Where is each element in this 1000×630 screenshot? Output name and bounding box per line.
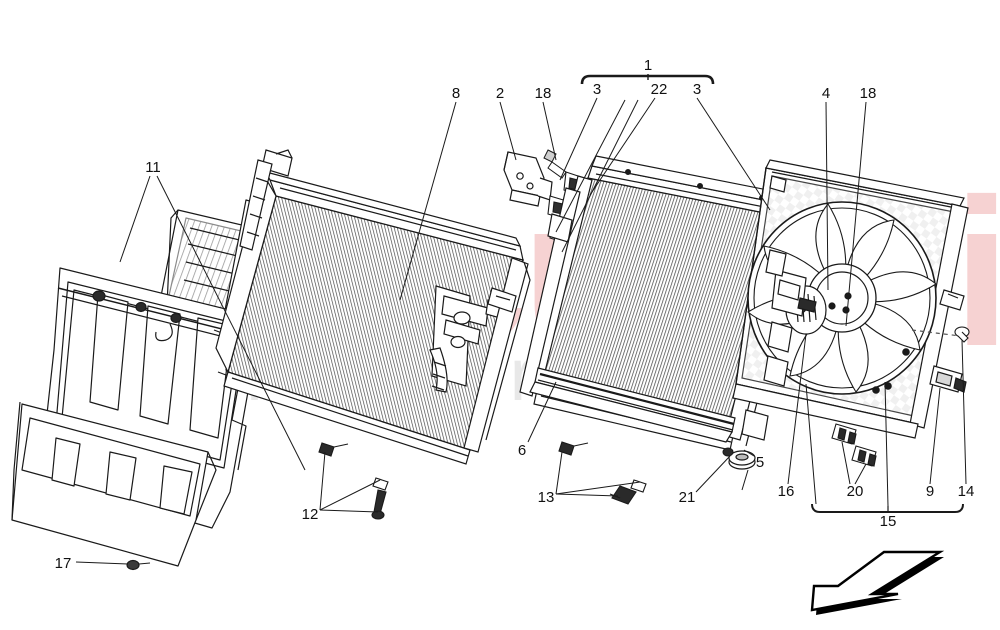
- callout-3-right: 3: [693, 81, 701, 98]
- duct-clips: [92, 290, 182, 342]
- fastener-set-12: [318, 442, 389, 520]
- leader-lines: [75, 97, 967, 565]
- radiator-drain-plug-21: [722, 447, 734, 457]
- callout-2: 2: [496, 85, 504, 102]
- callout-15: 15: [880, 513, 897, 530]
- callout-14: 14: [958, 483, 975, 500]
- callout-4: 4: [822, 85, 830, 102]
- callout-12: 12: [302, 506, 319, 523]
- duct-screw-17: [126, 559, 151, 571]
- callout-20: 20: [847, 483, 864, 500]
- callout-numbers: 1 8 2 18 3 22 3 4 18 11 12 6 13 21 5 16 …: [55, 57, 975, 572]
- bracket-screw-18-left: [543, 149, 567, 179]
- radiator-grommet-5: [728, 450, 756, 470]
- callout-1: 1: [644, 57, 652, 74]
- callout-8: 8: [452, 85, 460, 102]
- shroud-clips-20: [831, 423, 877, 467]
- lower-air-deflector-6: [529, 367, 736, 443]
- callout-9: 9: [926, 483, 934, 500]
- callout-3-left: 3: [593, 81, 601, 98]
- ac-condenser-assembly: [215, 149, 531, 465]
- callout-21: 21: [679, 489, 696, 506]
- callout-18-left: 18: [535, 85, 552, 102]
- fan-shroud-assembly: [732, 159, 969, 439]
- callout-17: 17: [55, 555, 72, 572]
- callout-18-right: 18: [860, 85, 877, 102]
- fastener-set-13: [558, 441, 647, 505]
- shroud-screw-14: [954, 326, 970, 343]
- condenser-receiver-block: [429, 285, 503, 393]
- shroud-bracket-9: [929, 365, 967, 393]
- condenser-bracket-2: [503, 151, 553, 207]
- callout-16: 16: [778, 483, 795, 500]
- duct-front-shroud: [11, 267, 263, 567]
- condenser-left-bracket: [239, 149, 293, 251]
- callout-brackets: [580, 74, 964, 513]
- direction-arrow: [810, 550, 945, 615]
- radiator-left-fitting: [547, 213, 573, 243]
- callout-22: 22: [651, 81, 668, 98]
- fan-connector-block: [763, 249, 817, 387]
- callout-11: 11: [145, 159, 161, 176]
- callout-6: 6: [518, 442, 526, 459]
- callout-5: 5: [756, 454, 764, 471]
- callout-13: 13: [538, 489, 555, 506]
